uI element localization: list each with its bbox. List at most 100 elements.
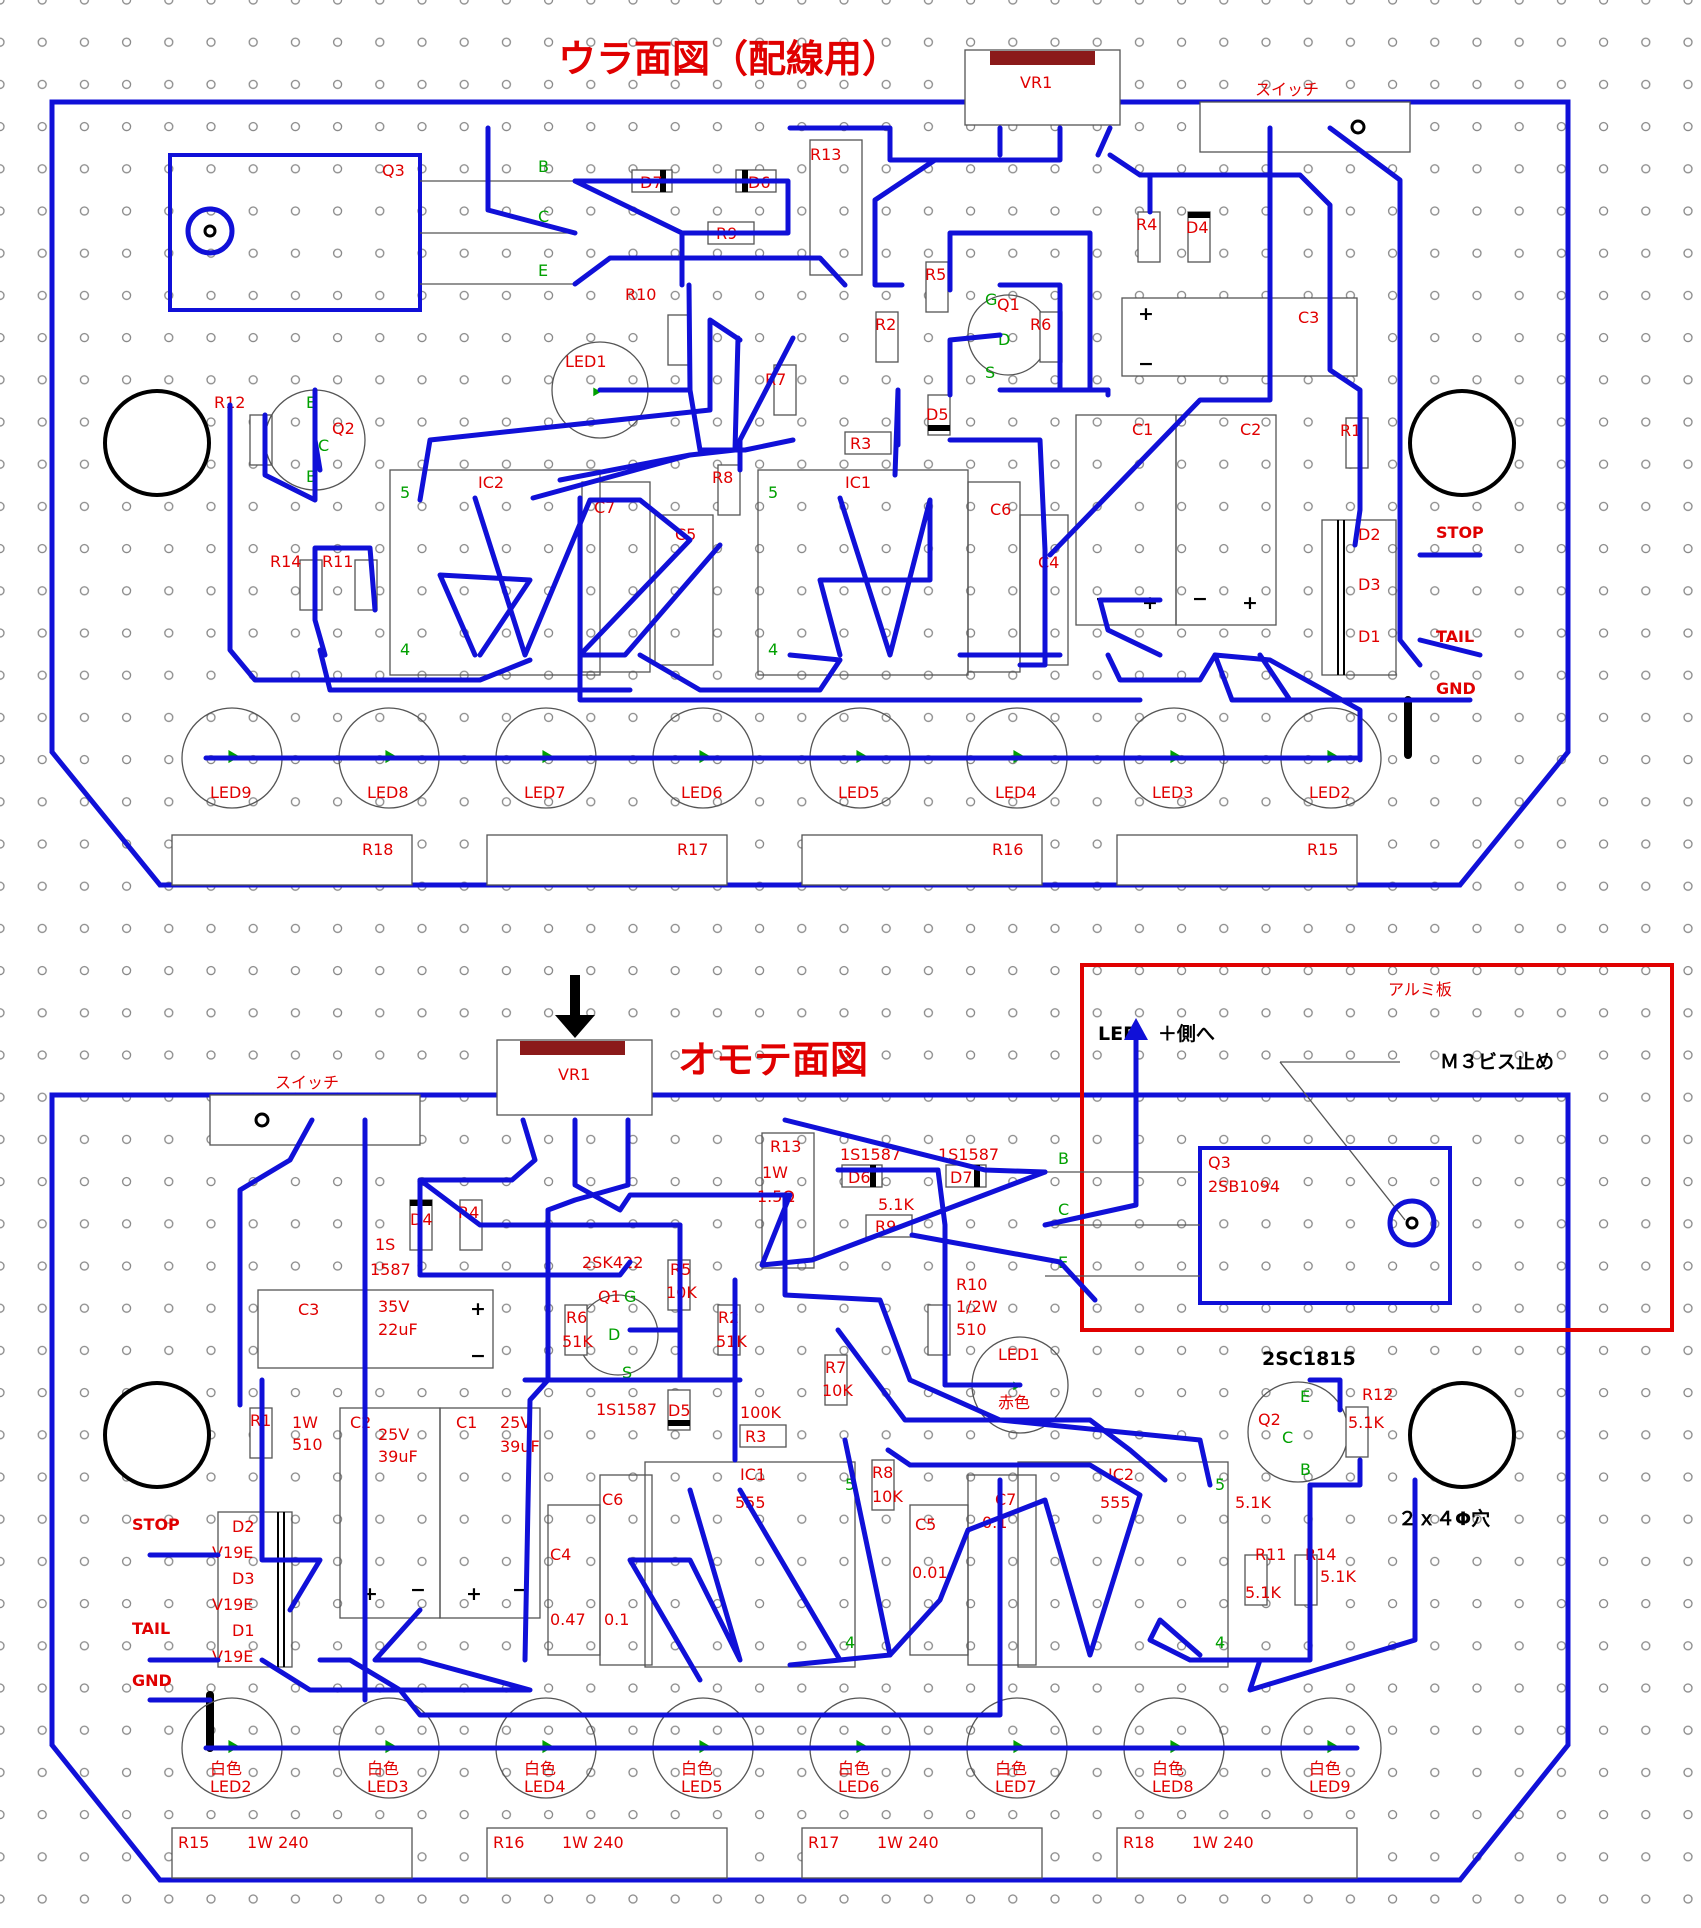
c3-front-plus: + xyxy=(470,1298,486,1320)
r2-label: R2 xyxy=(875,315,896,334)
q1-front-pin-g: G xyxy=(624,1287,636,1306)
r10-front-label: R10 xyxy=(956,1275,987,1294)
c3-front-c: 22uF xyxy=(378,1320,418,1339)
c6-front-val: 0.1 xyxy=(604,1610,629,1629)
front-wiring xyxy=(147,1117,1418,1718)
resistor-body xyxy=(171,1827,413,1879)
resistor-body xyxy=(1116,834,1358,886)
c2-label: C2 xyxy=(1240,420,1261,439)
resistor-body xyxy=(171,834,413,886)
front-led-led7: LED7 xyxy=(995,1777,1037,1796)
back-led-row: ⯈LED9⯈LED8⯈LED7⯈LED6⯈LED5⯈LED4⯈LED3⯈LED2 xyxy=(181,707,1382,809)
d1-front-part: V19E xyxy=(212,1647,253,1666)
q3-front-label: Q3 xyxy=(1208,1153,1231,1172)
r1-front-val2: 510 xyxy=(292,1435,323,1454)
stop-front-label: STOP xyxy=(132,1515,180,1534)
tail-terminal-label: TAIL xyxy=(1436,627,1474,646)
d1-front-label: D1 xyxy=(232,1621,255,1640)
back-view: ウラ面図（配線用） VR1 スイッチ Q3 B C E D7 D6 R13 R9… xyxy=(49,37,1571,888)
q2-front-r: 5.1K xyxy=(1235,1493,1271,1512)
r10-front-val1: 1/2W xyxy=(956,1297,998,1316)
c3-plus: + xyxy=(1138,303,1154,325)
q2-pin-b: B xyxy=(306,467,317,486)
q1-label: Q1 xyxy=(997,295,1020,314)
r6-front-label: R6 xyxy=(566,1308,587,1327)
c1-plus: + xyxy=(1142,592,1158,614)
c2-front-c: 39uF xyxy=(378,1447,418,1466)
resistor-body xyxy=(1116,1827,1358,1879)
front-title: オモテ面図 xyxy=(678,1038,868,1082)
m3-label: Ｍ３ビス止め xyxy=(1440,1051,1554,1073)
front-led-led9: LED9 xyxy=(1309,1777,1351,1796)
c2-front-label: C2 xyxy=(350,1413,371,1432)
back-res-r15: R15 xyxy=(1307,840,1338,859)
back-wiring xyxy=(227,125,1483,763)
front-led-led6: LED6 xyxy=(838,1777,880,1796)
c4-front-val: 0.47 xyxy=(550,1610,586,1629)
d6-front-label: D6 xyxy=(848,1168,871,1187)
r1-label: R1 xyxy=(1340,421,1361,440)
r3-front-label: R3 xyxy=(745,1427,766,1446)
vr1-arrow xyxy=(555,975,595,1038)
r7-front-label: R7 xyxy=(825,1358,846,1377)
c3-label: C3 xyxy=(1298,308,1319,327)
tail-front-label: TAIL xyxy=(132,1619,170,1638)
ic1-pin5: 5 xyxy=(768,483,778,502)
resistor-body xyxy=(801,1827,1043,1879)
ic1-label: IC1 xyxy=(845,473,871,492)
resistor-body xyxy=(486,1827,728,1879)
r12-front-label: R12 xyxy=(1362,1385,1393,1404)
r3-label: R3 xyxy=(850,434,871,453)
r7-front-val: 10K xyxy=(822,1381,853,1400)
r10-label: R10 xyxy=(625,285,656,304)
d4-front-part1: 1S xyxy=(375,1235,395,1254)
q2-front-pin-b: B xyxy=(1300,1460,1311,1479)
r13-label: R13 xyxy=(810,145,841,164)
q2-pin-c: C xyxy=(318,436,329,455)
ic2-pin5: 5 xyxy=(400,483,410,502)
r4-front-label: R4 xyxy=(458,1203,479,1222)
front-led-led3: LED3 xyxy=(367,1777,409,1796)
q3-mount-hole xyxy=(185,206,235,256)
back-led-led8: LED8 xyxy=(367,783,409,802)
r8-front-label: R8 xyxy=(872,1463,893,1482)
front-led-led4: LED4 xyxy=(524,1777,566,1796)
r8-label: R8 xyxy=(712,468,733,487)
back-led-led4: LED4 xyxy=(995,783,1037,802)
switch-label: スイッチ xyxy=(1255,80,1319,99)
aluminum-label: アルミ板 xyxy=(1388,980,1452,999)
q1-pin-s: S xyxy=(985,363,995,382)
holes-label: ２ｘ４Φ穴 xyxy=(1398,1507,1490,1530)
vr1-label: VR1 xyxy=(1020,73,1052,92)
front-res-value: 1W 240 xyxy=(562,1833,624,1852)
q2-label: Q2 xyxy=(332,419,355,438)
c1-front-c: 39uF xyxy=(500,1437,540,1456)
d5-label: D5 xyxy=(926,405,949,424)
back-board-outline xyxy=(49,99,1571,888)
gnd-terminal-label: GND xyxy=(1436,679,1476,698)
front-res-r18: R18 xyxy=(1123,1833,1154,1852)
c2-minus: − xyxy=(1192,588,1208,610)
c6-label: C6 xyxy=(990,500,1011,519)
q3-front-pin-c: C xyxy=(1058,1200,1069,1219)
q2-front-pin-c: C xyxy=(1282,1428,1293,1447)
d7-front-label: D7 xyxy=(950,1168,973,1187)
vr1-front-label: VR1 xyxy=(558,1065,590,1084)
q2-front-label: Q2 xyxy=(1258,1410,1281,1429)
aluminum-plate xyxy=(1080,963,1674,1332)
led1-front-label: LED1 xyxy=(998,1345,1040,1364)
front-res-value: 1W 240 xyxy=(247,1833,309,1852)
front-view: オモテ面図 アルミ板 LED ＋側へ Ｍ３ビス止め Q3 2SB1094 B C… xyxy=(49,963,1674,1883)
r12-label: R12 xyxy=(214,393,245,412)
front-led-led2: LED2 xyxy=(210,1777,252,1796)
ic2-front-pin5: 5 xyxy=(1215,1475,1225,1494)
switch-front-label: スイッチ xyxy=(275,1073,339,1092)
front-led-led5: LED5 xyxy=(681,1777,723,1796)
q2-pin-e: E xyxy=(306,393,316,412)
c5-front-val: 0.01 xyxy=(912,1563,948,1582)
c5-front-label: C5 xyxy=(915,1515,936,1534)
q1-front-pin-d: D xyxy=(608,1325,620,1344)
c1-front-label: C1 xyxy=(456,1413,477,1432)
back-res-r16: R16 xyxy=(992,840,1023,859)
